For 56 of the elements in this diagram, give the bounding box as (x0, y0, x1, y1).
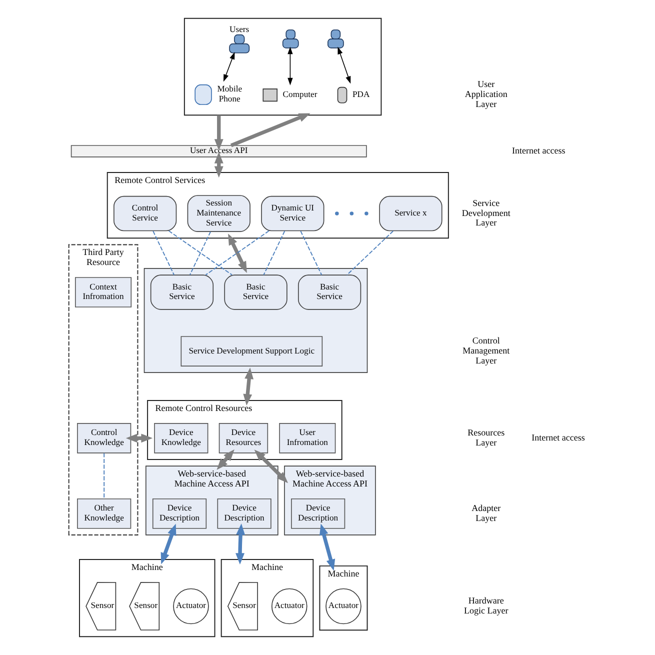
cluster (144, 268, 368, 373)
label: Internet access (512, 146, 566, 156)
node-box: Control Service (114, 196, 177, 232)
node-box: Device Description (152, 498, 207, 529)
node-box: Session Maintenance Service (187, 195, 250, 232)
arrow (223, 52, 235, 82)
label: User Application Layer (464, 79, 508, 109)
arrow (214, 115, 224, 150)
arrow (160, 524, 176, 564)
connector (168, 230, 233, 276)
cluster (184, 18, 382, 116)
label: Resources Layer (468, 428, 505, 448)
node-box: Device Description (217, 498, 272, 529)
connector (152, 230, 175, 276)
arrow (254, 450, 288, 484)
node-box: Basic Service (298, 274, 362, 310)
connector (189, 231, 211, 276)
node-circle: Actuator (271, 588, 308, 624)
arrow (288, 46, 293, 86)
node-box: Context Infromation (74, 277, 132, 308)
connector (263, 230, 286, 276)
connector (104, 452, 105, 500)
node-box: Device Resources (218, 423, 268, 454)
arrow (338, 46, 351, 84)
node-box: Service Development Support Logic (180, 336, 323, 366)
label: Internet access (532, 432, 585, 442)
node-box: User Access API (70, 145, 367, 158)
node-label: Users (230, 24, 250, 34)
node-box: User Infromation (279, 423, 336, 454)
node-box: Control Knowledge (77, 423, 132, 454)
arrow (216, 449, 234, 470)
label: Hardware Logic Layer (464, 596, 508, 616)
node-box: Device Description (291, 498, 346, 529)
label: Service Development Layer (462, 198, 510, 228)
arrow (236, 523, 246, 565)
arrow (320, 524, 336, 571)
arrow (228, 234, 247, 273)
node-box: Dynamic UI Service (261, 196, 324, 232)
node-label: Mobile Phone (217, 84, 242, 104)
label: Control Management Layer (462, 336, 510, 366)
node-circle: Actuator (173, 588, 209, 624)
arrow (230, 113, 310, 148)
node-box: Basic Service (150, 274, 214, 310)
node-box: Service x (379, 196, 442, 232)
arrow (243, 368, 254, 406)
connector (300, 230, 322, 276)
node-box: Device Knowledge (154, 423, 208, 454)
node-label: Computer (282, 89, 318, 100)
connector (205, 230, 270, 276)
node-box: Other Knowledge (77, 498, 132, 529)
label: Adapter Layer (472, 502, 501, 523)
arrow (126, 434, 153, 443)
node-box: Basic Service (224, 274, 288, 310)
arrow (214, 152, 224, 178)
node-circle: Actuator (326, 588, 362, 624)
node-label: PDA (352, 89, 370, 100)
